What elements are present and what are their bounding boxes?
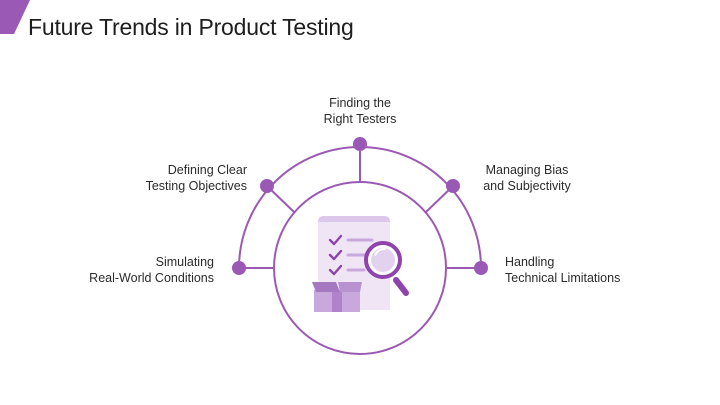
node-dot-upper-left (260, 179, 274, 193)
label-simulating-conditions: Simulating Real-World Conditions (89, 255, 214, 285)
corner-accent-shape (0, 0, 30, 34)
node-dot-top (353, 137, 367, 151)
label-managing-bias: Managing Bias and Subjectivity (483, 163, 571, 193)
node-dot-left (232, 261, 246, 275)
page-title: Future Trends in Product Testing (28, 14, 354, 40)
node-dot-upper-right (446, 179, 460, 193)
product-testing-icon (312, 216, 409, 312)
label-handling-limitations: Handling Technical Limitations (505, 255, 621, 285)
label-defining-clear-objectives: Defining Clear Testing Objectives (145, 163, 247, 193)
node-dot-right (474, 261, 488, 275)
label-finding-right-testers: Finding the Right Testers (323, 96, 397, 126)
